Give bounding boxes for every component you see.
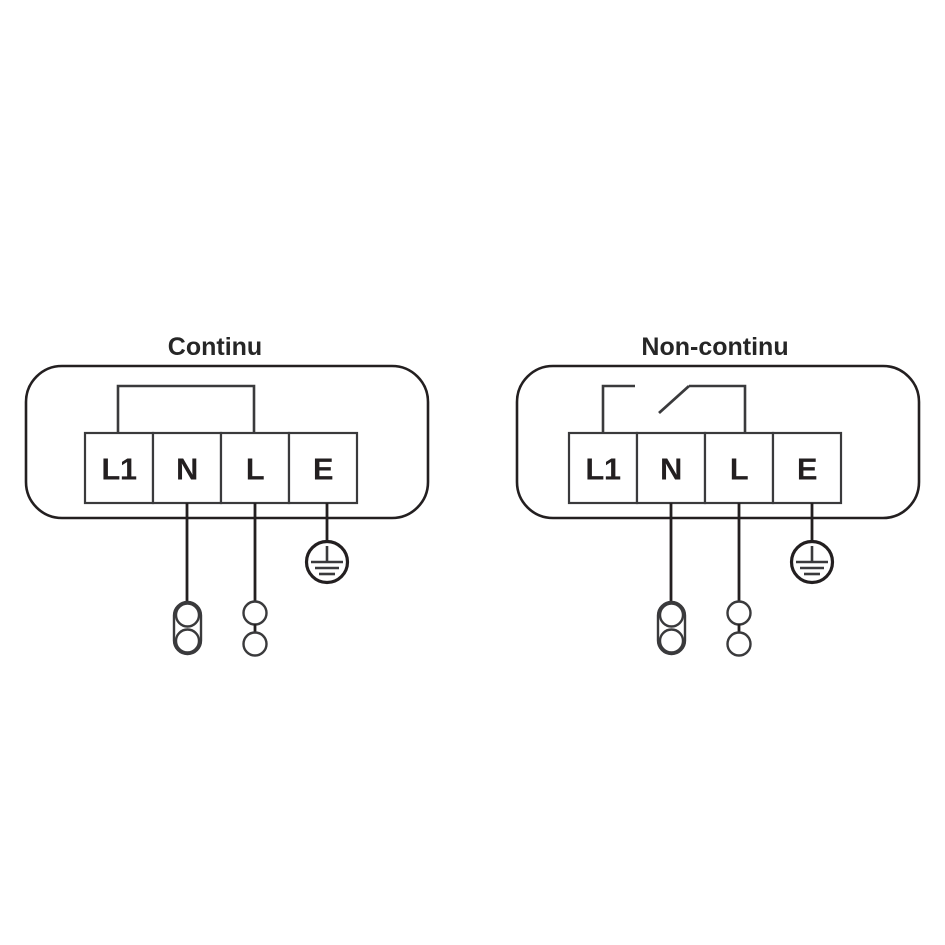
terminal-cell-l1-continu[interactable] — [83, 431, 155, 505]
terminal-label-l-continu: L — [246, 452, 264, 487]
conductor-pair-n-continu — [172, 600, 203, 656]
capsule-outline-n-continu — [172, 600, 203, 656]
conductor-ring-l-lower-non-continu — [726, 631, 752, 657]
terminal-label-l-non-continu: L — [730, 452, 748, 487]
terminal-cell-l1-non-continu[interactable] — [567, 431, 639, 505]
conductor-ring-n-lower-continu — [174, 628, 201, 654]
jumper-link-continu — [116, 384, 256, 435]
terminal-label-n-non-continu: N — [660, 452, 682, 487]
switch-blade-non-continu[interactable] — [658, 384, 690, 415]
terminal-label-e-continu: E — [313, 452, 333, 487]
diagram-continu: L1 N L E — [24, 364, 430, 657]
terminal-label-n-continu: N — [176, 452, 198, 487]
switch-left-arm-non-continu — [601, 384, 635, 435]
earth-symbol-non-continu — [789, 539, 835, 585]
conductor-ring-l-upper-non-continu — [726, 600, 752, 626]
conductor-ring-n-upper-continu — [174, 602, 201, 628]
conductor-ring-l-lower-continu — [242, 631, 268, 657]
switch-right-arm-non-continu — [689, 384, 747, 435]
conductor-ring-n-upper-non-continu — [658, 602, 685, 628]
diagram-non-continu: L1 N L E — [515, 364, 921, 657]
terminal-label-l1-non-continu: L1 — [585, 452, 620, 487]
conductor-ring-n-lower-non-continu — [658, 628, 685, 654]
enclosure-outline-continu — [24, 364, 430, 520]
capsule-outline-n-non-continu — [656, 600, 687, 656]
terminal-cell-e-non-continu[interactable] — [771, 431, 843, 505]
conductor-pair-n-non-continu — [656, 600, 687, 656]
conductor-pair-l-continu — [242, 600, 268, 657]
terminal-cell-n-continu[interactable] — [151, 431, 223, 505]
terminal-label-e-non-continu: E — [797, 452, 817, 487]
terminal-cell-e-continu[interactable] — [287, 431, 359, 505]
conductor-ring-l-upper-continu — [242, 600, 268, 626]
earth-symbol-continu — [304, 539, 350, 585]
enclosure-outline-non-continu — [515, 364, 921, 520]
terminal-label-l1-continu: L1 — [101, 452, 136, 487]
conductor-pair-l-non-continu — [726, 600, 752, 657]
diagram-title-non-continu: Non-continu — [641, 333, 789, 361]
diagram-title-continu: Continu — [167, 333, 263, 361]
